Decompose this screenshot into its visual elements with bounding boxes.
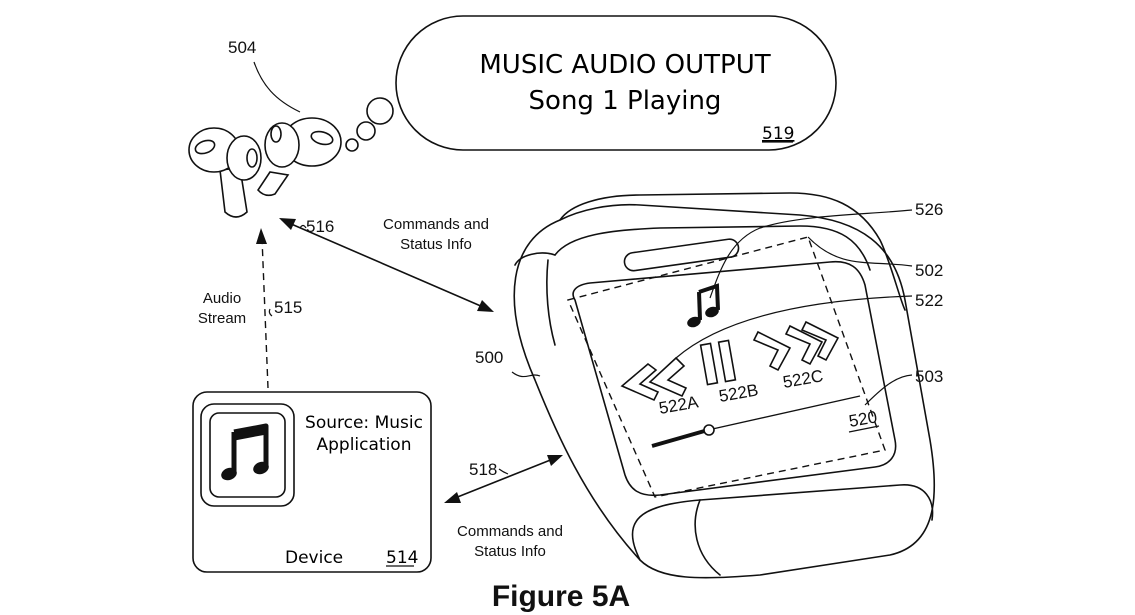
device-source-line2: Application bbox=[317, 435, 412, 455]
ref-502: 502 bbox=[915, 261, 943, 280]
label-522a: 522A bbox=[657, 392, 700, 418]
arrow-515: Audio Stream 515 bbox=[198, 228, 302, 389]
ref-526: 526 bbox=[915, 200, 943, 219]
ref-519: 519 bbox=[762, 124, 794, 144]
commands-bottom-line2: Status Info bbox=[474, 543, 546, 560]
earbuds: 504 bbox=[188, 38, 342, 218]
figure-caption: Figure 5A bbox=[492, 580, 630, 613]
ref-516: 516 bbox=[306, 217, 334, 236]
device-source-line1: Source: Music bbox=[305, 413, 423, 433]
case-reference-labels: 526 502 522 503 500 bbox=[475, 200, 943, 406]
arrow-516: 516 Commands and Status Info bbox=[279, 216, 494, 312]
arrow-518: 518 Commands and Status Info bbox=[444, 455, 563, 560]
ref-500: 500 bbox=[475, 348, 503, 367]
commands-top-line1: Commands and bbox=[383, 216, 489, 233]
right-earbud bbox=[256, 117, 342, 197]
label-522c: 522C bbox=[781, 366, 824, 392]
ref-515: 515 bbox=[274, 298, 302, 317]
previous-button-522a[interactable]: 522A bbox=[620, 356, 700, 418]
case-music-note-icon bbox=[687, 283, 720, 328]
label-522b: 522B bbox=[717, 380, 759, 406]
progress-slider[interactable] bbox=[651, 395, 861, 448]
left-earbud bbox=[188, 127, 262, 218]
ref-514: 514 bbox=[386, 548, 418, 568]
thought-bubble: MUSIC AUDIO OUTPUT Song 1 Playing 519 bbox=[345, 15, 837, 152]
ref-503: 503 bbox=[915, 367, 943, 386]
device-label: Device bbox=[285, 548, 343, 568]
music-app-icon bbox=[221, 423, 269, 481]
ref-504: 504 bbox=[228, 38, 256, 57]
device-514: Source: Music Application Device 514 bbox=[192, 391, 432, 573]
charging-case-500: 522A 522B 522C 520 bbox=[513, 192, 936, 579]
audio-label-line1: Audio bbox=[203, 290, 241, 307]
bubble-title: MUSIC AUDIO OUTPUT bbox=[479, 50, 770, 80]
next-button-522c[interactable]: 522C bbox=[752, 320, 840, 392]
ref-520: 520 bbox=[847, 407, 878, 431]
audio-label-line2: Stream bbox=[198, 310, 246, 327]
ref-518: 518 bbox=[469, 460, 497, 479]
bubble-subtitle: Song 1 Playing bbox=[529, 86, 722, 116]
pause-button-522b[interactable]: 522B bbox=[699, 339, 760, 406]
commands-bottom-line1: Commands and bbox=[457, 523, 563, 540]
ref-522: 522 bbox=[915, 291, 943, 310]
commands-top-line2: Status Info bbox=[400, 236, 472, 253]
